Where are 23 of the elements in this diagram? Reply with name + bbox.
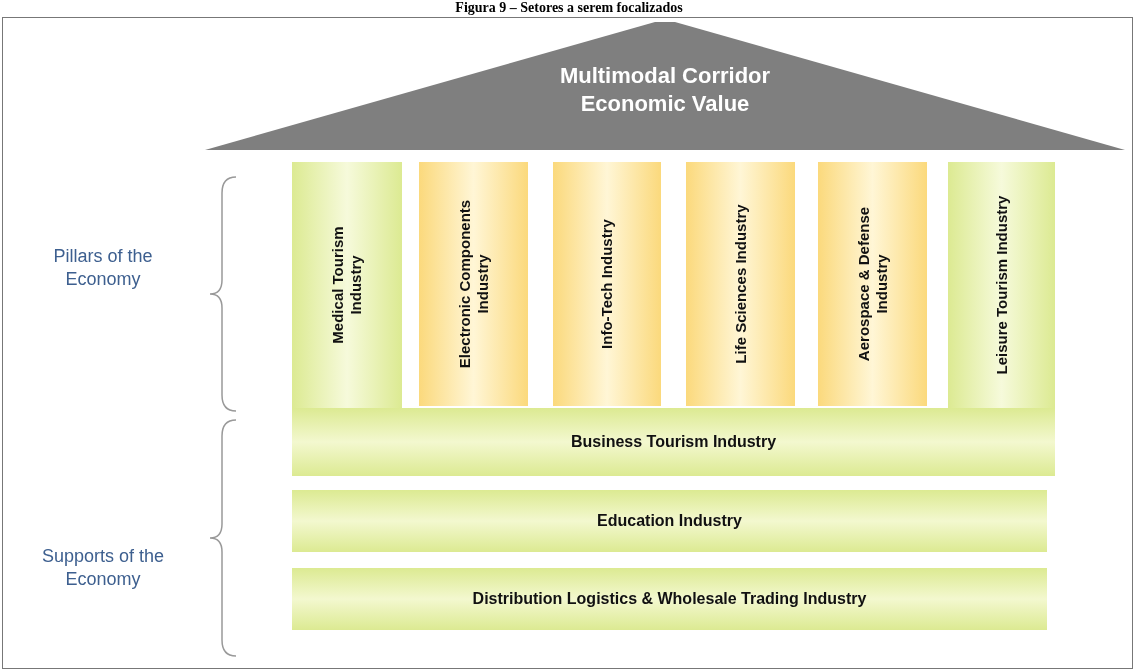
pillar-label: Medical Tourism Industry	[329, 225, 365, 346]
support-label: Business Tourism Industry	[569, 433, 778, 451]
support-label: Distribution Logistics & Wholesale Trading Industry	[471, 590, 868, 608]
pillar-label: Leisure Tourism Industry	[992, 195, 1011, 375]
roof-title: Multimodal Corridor Economic Value	[558, 62, 772, 118]
pillar-label: Electronic Components Industry	[455, 198, 492, 371]
pillar-box	[948, 162, 1055, 408]
section-label: Pillars of the Economy	[52, 245, 154, 291]
pillar-label: Info-Tech Industry	[598, 218, 616, 351]
pillar-label: Life Sciences Industry	[731, 203, 750, 366]
support-band	[292, 490, 1047, 552]
pillar-box	[686, 162, 795, 406]
pillar-label: Aerospace & Defense Industry	[854, 205, 891, 364]
figure-title: Figura 9 – Setores a serem focalizados	[454, 0, 684, 16]
pillar-box	[292, 162, 402, 408]
support-band	[292, 408, 1055, 476]
pillar-box	[818, 162, 927, 406]
section-label: Supports of the Economy	[40, 545, 166, 591]
pillar-box	[419, 162, 528, 406]
roof-triangle	[205, 22, 1125, 150]
pillar-box	[553, 162, 661, 406]
support-band	[292, 568, 1047, 630]
support-label: Education Industry	[596, 512, 743, 530]
